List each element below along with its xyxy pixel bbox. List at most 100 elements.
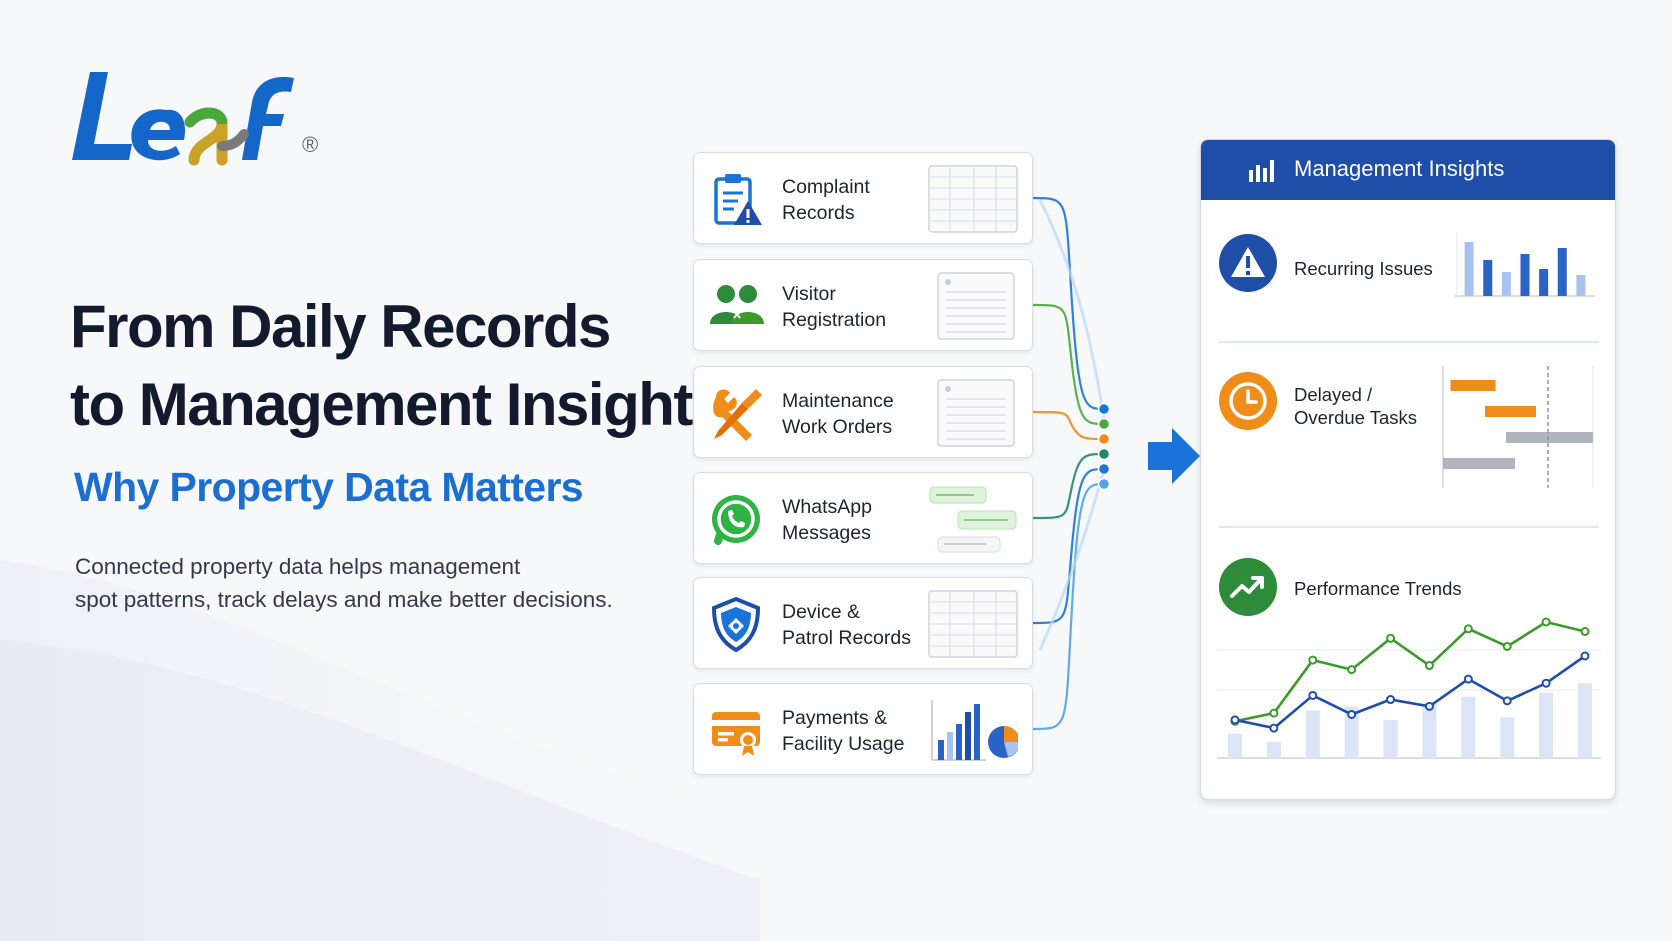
background-bar [1305,710,1320,758]
spreadsheet-thumbnail [928,165,1018,233]
bar-chart-icon [1249,160,1274,182]
series-line [1234,620,1586,723]
background-bar [1266,741,1281,758]
clock-icon [1219,372,1277,430]
bar [1539,269,1549,296]
performance-trends-line-chart [1217,617,1601,759]
section-label: Recurring Issues [1294,258,1433,279]
data-point [1424,701,1434,711]
source-label-line-2: Records [782,201,855,224]
page-subtitle: Why Property Data Matters [74,464,584,510]
gantt-bar [1450,380,1496,391]
data-point [1502,641,1512,651]
source-label-line-2: Patrol Records [782,626,911,649]
section-delayed-tasks: Delayed / Overdue Tasks [1294,383,1417,429]
source-label-line-1: Complaint [782,176,870,198]
source-card-payments: Payments & Facility Usage [693,683,1033,775]
data-point [1386,695,1396,705]
data-point [1347,665,1357,675]
shield-icon [711,596,761,652]
delayed-tasks-gantt-chart [1442,366,1594,488]
page-title: From Daily Records to Management Insight… [70,288,744,444]
management-insights-panel: Management Insights Recurring Issues Del… [1200,139,1616,800]
background-bar [1461,696,1476,758]
background-bar [1539,692,1554,758]
data-point [1580,627,1590,637]
data-point [1541,678,1551,688]
registered-mark: ® [302,132,319,157]
people-icon [710,285,764,324]
document-thumbnail [937,272,1015,340]
source-card-device: Device & Patrol Records [693,577,1033,669]
leaf-logo-icon [72,72,294,166]
source-label-line-1: Payments & [782,707,888,729]
section-recurring-issues: Recurring Issues [1294,257,1433,280]
section-label: Delayed / [1294,384,1373,405]
spreadsheet-thumbnail [928,590,1018,658]
title-line-1: From Daily Records [70,293,611,360]
source-label-line-2: Work Orders [782,415,893,438]
data-point [1386,633,1396,643]
data-point [1424,661,1434,671]
source-label-line-2: Registration [782,308,887,331]
source-label-line-2: Messages [782,521,871,544]
background-bar [1228,733,1242,758]
panel-header: Management Insights [1201,140,1615,200]
brand-logo: ® [72,62,332,172]
source-label-line-2: Facility Usage [782,732,905,755]
background-bar [1500,717,1515,758]
gantt-bar [1485,406,1536,417]
chat-bubbles-thumbnail [929,486,1017,553]
data-point [1463,674,1473,684]
source-label: Payments & Facility Usage [782,706,932,757]
bar [1501,272,1511,296]
section-label: Overdue Tasks [1294,407,1418,428]
section-divider [1219,341,1599,343]
section-divider [1219,526,1599,528]
data-point [1347,709,1357,719]
trend-up-icon [1219,558,1277,616]
document-thumbnail [937,379,1015,447]
section-label: Performance Trends [1294,578,1462,599]
source-label-line-1: Device & [782,601,861,623]
clipboard-warning-icon [714,174,762,225]
gantt-bar [1443,458,1515,469]
description-line-2: spot patterns, track delays and make bet… [75,587,613,612]
data-point [1230,715,1240,725]
data-point [1308,655,1318,665]
flow-arrow-icon [1148,428,1200,484]
background-bar [1383,719,1398,758]
data-point [1580,651,1590,661]
panel-title: Management Insights [1294,156,1505,181]
source-label-line-1: Visitor [782,283,836,305]
series-line [1234,654,1586,730]
data-point [1541,617,1551,627]
background-bar [1578,683,1592,758]
bar [1483,260,1493,296]
description-line-1: Connected property data helps management [75,554,521,579]
gantt-bar [1506,432,1593,443]
section-performance-trends: Performance Trends [1294,577,1462,600]
warning-icon [1219,234,1277,292]
background-bar [1422,703,1437,758]
wrench-screwdriver-icon [713,389,762,441]
source-label: Device & Patrol Records [782,600,932,651]
background-bar [1344,706,1359,758]
bar [1557,248,1567,296]
whatsapp-icon [712,495,760,545]
data-point [1269,723,1279,733]
source-label-line-1: WhatsApp [782,496,872,518]
bar [1520,254,1530,296]
source-label-line-1: Maintenance [782,390,894,412]
data-point [1308,690,1318,700]
data-point [1502,696,1512,706]
payment-card-icon [712,712,760,756]
